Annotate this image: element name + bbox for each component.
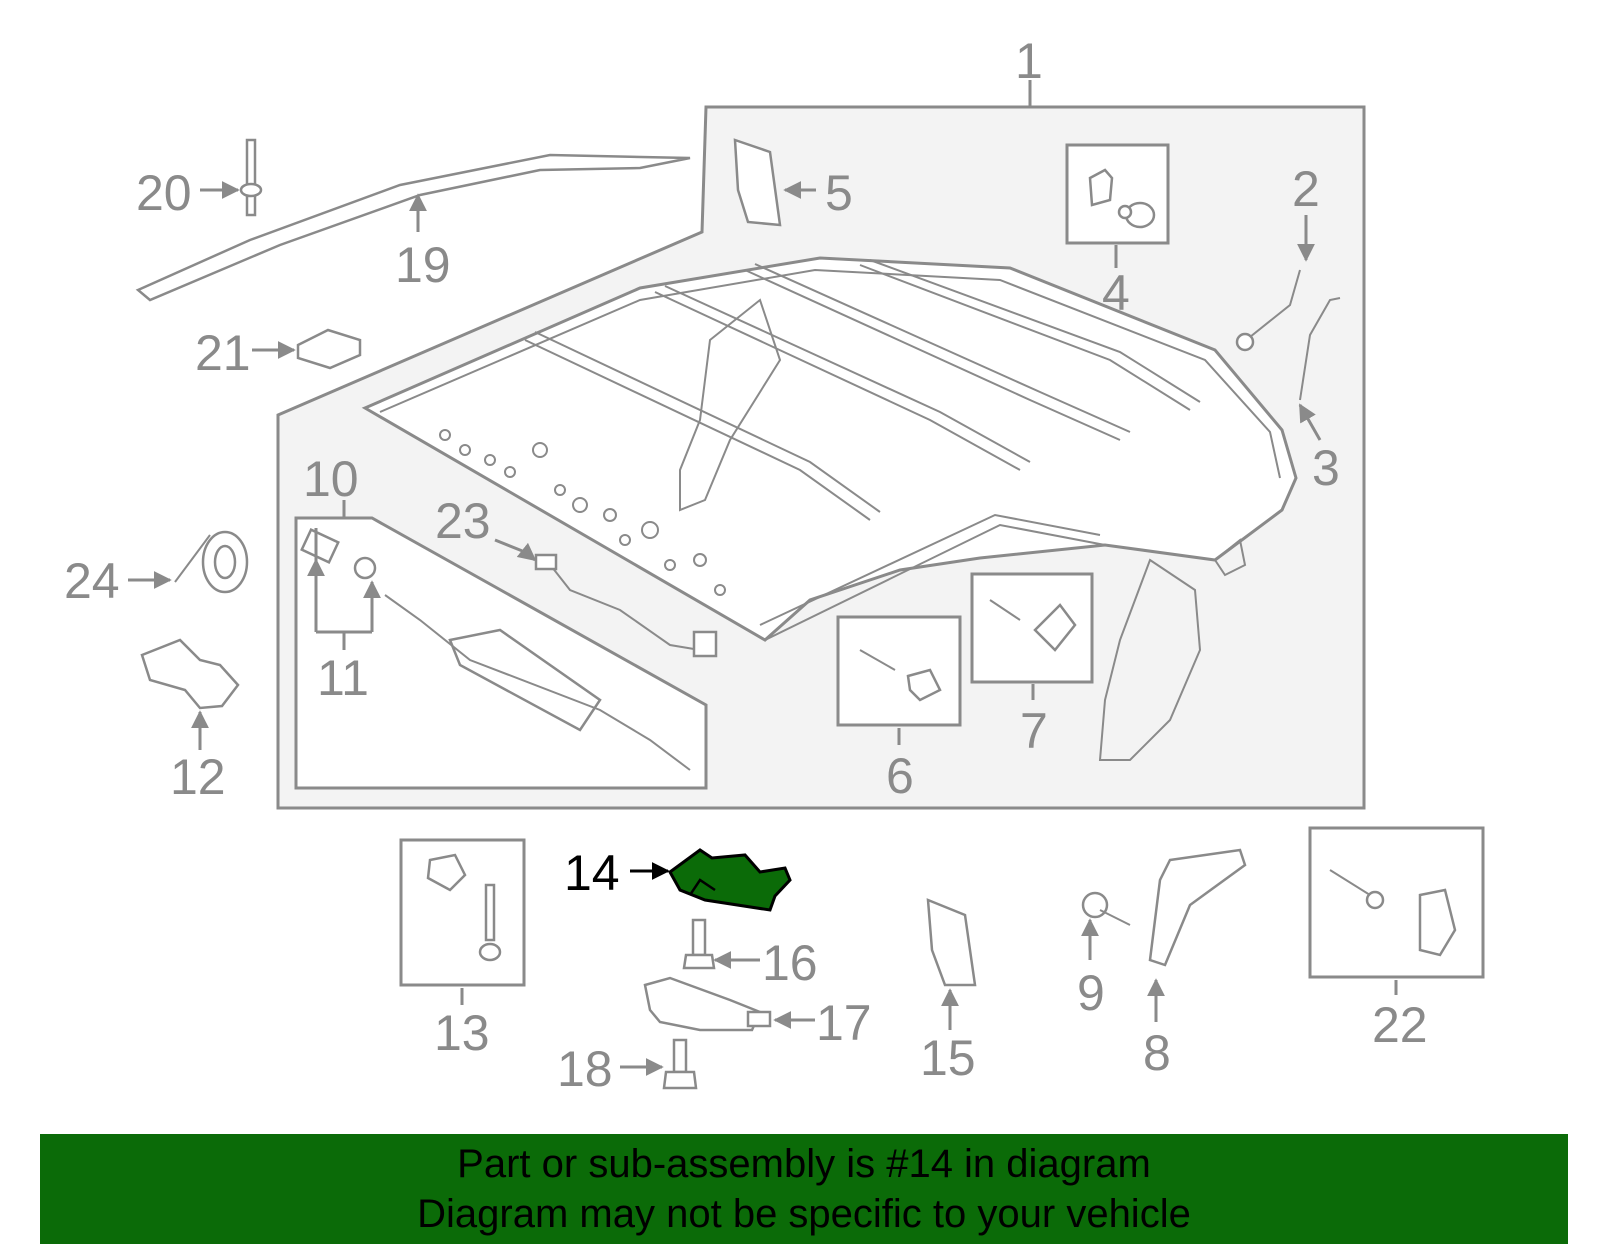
callout-4: 4 xyxy=(1102,265,1130,321)
part-9-bolt xyxy=(1081,891,1131,926)
callout-1: 1 xyxy=(1015,33,1043,89)
part-2-link-rod xyxy=(1235,269,1301,352)
part-3-link-rod xyxy=(1299,297,1341,401)
part-8-bracket xyxy=(1148,848,1247,967)
callout-8: 8 xyxy=(1143,1025,1171,1081)
part-20-pin xyxy=(239,138,263,217)
convertible-top-frame xyxy=(361,256,1298,761)
callout-24: 24 xyxy=(64,553,120,609)
callout-20: 20 xyxy=(136,165,192,221)
callout-3: 3 xyxy=(1312,440,1340,496)
part-5-label xyxy=(733,138,782,227)
callout-10: 10 xyxy=(303,451,359,507)
part-6-kit-box xyxy=(836,615,962,727)
banner-line-1: Part or sub-assembly is #14 in diagram xyxy=(457,1142,1151,1186)
callout-12: 12 xyxy=(170,749,226,805)
part-12-latch xyxy=(140,638,240,710)
callout-13: 13 xyxy=(434,1005,490,1061)
callout-19: 19 xyxy=(395,237,451,293)
callout-16: 16 xyxy=(762,935,818,991)
callout-7: 7 xyxy=(1020,703,1048,759)
part-17-bracket xyxy=(643,976,772,1032)
part-14-highlighted xyxy=(668,848,792,912)
callout-labels: 1 2 3 4 5 6 7 8 9 10 11 12 13 14 15 16 1… xyxy=(64,33,1428,1097)
banner-line-2: Diagram may not be specific to your vehi… xyxy=(417,1192,1191,1236)
callout-9: 9 xyxy=(1077,965,1105,1021)
part-21-clip xyxy=(296,328,362,370)
part-10-sub-box xyxy=(294,500,708,790)
part-16-bolt xyxy=(682,918,716,970)
leader-lines xyxy=(128,181,1398,1076)
part-19-weatherstrip xyxy=(135,153,691,302)
callout-14: 14 xyxy=(564,845,620,901)
part-7-kit-box xyxy=(970,572,1094,684)
callout-11: 11 xyxy=(317,650,369,706)
part-15-label xyxy=(926,898,977,987)
callout-21: 21 xyxy=(195,325,251,381)
callout-23: 23 xyxy=(435,493,491,549)
parts-diagram: 1 2 3 4 5 6 7 8 9 10 11 12 13 14 15 16 1… xyxy=(64,33,1485,1097)
part-4-kit-box xyxy=(1065,143,1170,245)
callout-18: 18 xyxy=(557,1041,613,1097)
part-13-kit-box xyxy=(399,838,526,987)
callout-6: 6 xyxy=(886,748,914,804)
callout-17: 17 xyxy=(816,995,872,1051)
part-22-kit-box xyxy=(1308,826,1485,979)
part-24-tape-roll xyxy=(174,530,249,594)
callout-15: 15 xyxy=(920,1030,976,1086)
callout-2: 2 xyxy=(1292,161,1320,217)
callout-22: 22 xyxy=(1372,997,1428,1053)
part-23-harness xyxy=(534,553,718,658)
callout-5: 5 xyxy=(825,165,853,221)
info-banner: Part or sub-assembly is #14 in diagram D… xyxy=(40,1134,1568,1244)
part-18-bolt xyxy=(662,1038,698,1090)
